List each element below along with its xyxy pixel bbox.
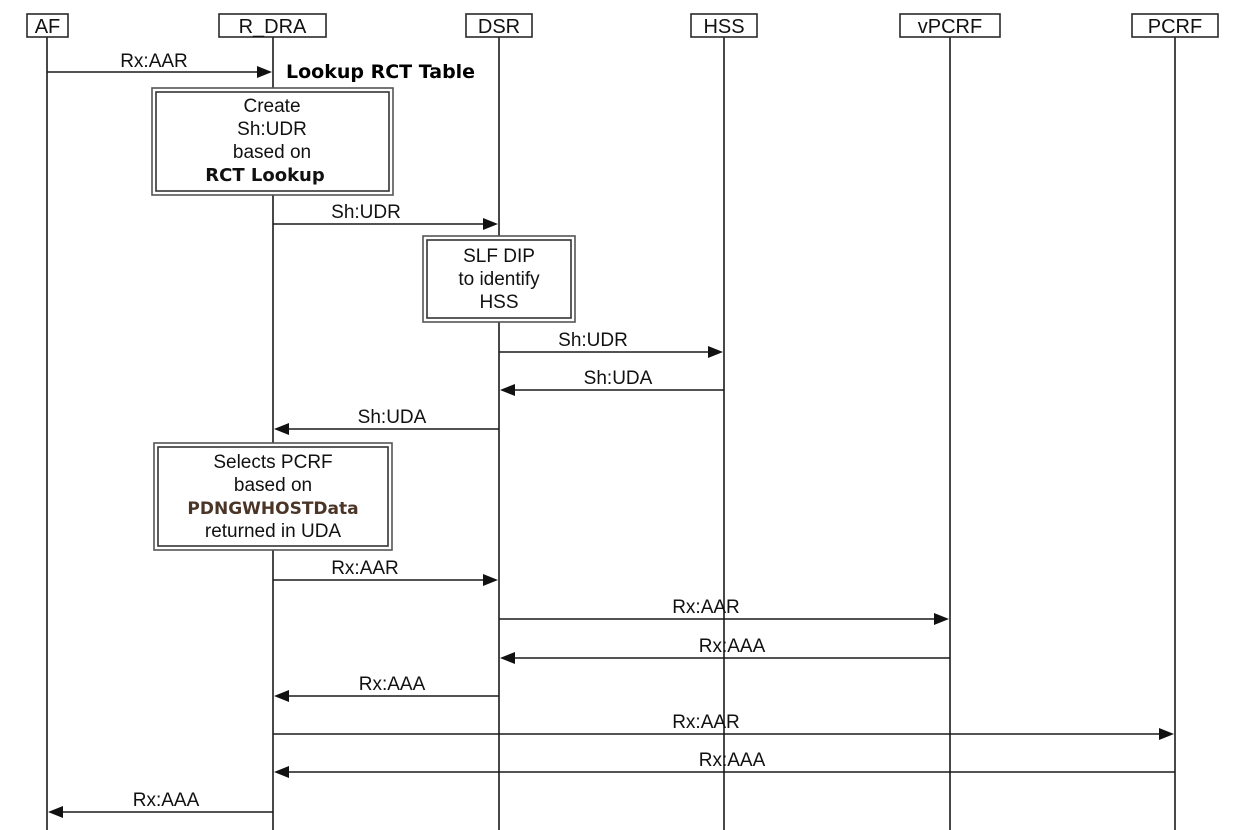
note-line: RCT Lookup — [205, 165, 325, 186]
note-slf-dip: SLF DIP to identify HSS — [422, 235, 576, 323]
note-line: Selects PCRF — [213, 452, 332, 473]
participant-af: AF — [26, 13, 69, 38]
arrowhead — [257, 66, 272, 78]
message-label: Rx:AAA — [699, 636, 766, 657]
message-rx-aar-rdra-to-pcrf: Rx:AAR — [273, 712, 1174, 740]
message-sh-udr-rdra-to-dsr: Sh:UDR — [273, 202, 498, 230]
arrowhead — [274, 690, 289, 702]
note-selects-pcrf: Selects PCRF based on PDNGWHOSTData retu… — [153, 442, 393, 551]
arrowhead — [274, 766, 289, 778]
participant-hss: HSS — [690, 13, 758, 38]
note-line: to identify — [458, 269, 540, 290]
participant-dsr-label: DSR — [478, 16, 520, 38]
message-label: Rx:AAA — [359, 674, 426, 695]
message-label: Rx:AAR — [120, 51, 188, 72]
arrowhead — [708, 346, 723, 358]
participant-r-dra: R_DRA — [218, 13, 327, 38]
participant-dsr: DSR — [465, 13, 533, 38]
arrowhead — [274, 423, 289, 435]
arrowhead — [500, 384, 515, 396]
lookup-rct-annotation: Lookup RCT Table — [286, 61, 475, 83]
participant-r-dra-label: R_DRA — [239, 16, 307, 38]
arrowhead — [483, 574, 498, 586]
message-label: Sh:UDR — [558, 330, 628, 351]
arrowhead — [483, 218, 498, 230]
message-label: Sh:UDR — [331, 202, 401, 223]
message-sh-uda-dsr-to-rdra: Sh:UDA — [274, 407, 499, 435]
message-sh-uda-hss-to-dsr: Sh:UDA — [500, 368, 724, 396]
note-line: based on — [233, 142, 311, 163]
message-sh-udr-dsr-to-hss: Sh:UDR — [499, 330, 723, 358]
note-line: PDNGWHOSTData — [187, 499, 358, 519]
participant-af-label: AF — [35, 16, 61, 38]
participant-hss-label: HSS — [703, 16, 744, 38]
message-label: Rx:AAA — [133, 790, 200, 811]
message-label: Sh:UDA — [584, 368, 653, 389]
message-rx-aaa-rdra-to-af: Rx:AAA — [48, 790, 273, 818]
message-rx-aaa-vpcrf-to-dsr: Rx:AAA — [500, 636, 950, 664]
note-line: Sh:UDR — [237, 119, 307, 140]
note-line: HSS — [479, 292, 518, 313]
message-rx-aaa-pcrf-to-rdra: Rx:AAA — [274, 750, 1175, 778]
note-line: SLF DIP — [463, 246, 535, 267]
message-label: Rx:AAR — [672, 712, 740, 733]
message-label: Sh:UDA — [358, 407, 427, 428]
participant-headers: AF R_DRA DSR HSS vPCRF PCRF — [26, 13, 1219, 38]
message-label: Rx:AAA — [699, 750, 766, 771]
arrowhead — [48, 806, 63, 818]
message-rx-aar-af-to-rdra: Rx:AAR — [47, 51, 272, 78]
participant-vpcrf-label: vPCRF — [918, 16, 982, 38]
message-rx-aaa-dsr-to-rdra: Rx:AAA — [274, 674, 499, 702]
note-line: based on — [234, 475, 312, 496]
note-create-sh-udr: Create Sh:UDR based on RCT Lookup — [151, 87, 394, 196]
participant-vpcrf: vPCRF — [899, 13, 1001, 38]
participant-pcrf: PCRF — [1131, 13, 1219, 38]
participant-pcrf-label: PCRF — [1148, 16, 1202, 38]
message-rx-aar-dsr-to-vpcrf: Rx:AAR — [499, 597, 949, 625]
note-line: Create — [243, 96, 300, 117]
messages: Rx:AAR Sh:UDR Sh:UDR Sh:UDA Sh:UDA — [47, 51, 1175, 818]
message-label: Rx:AAR — [331, 558, 399, 579]
arrowhead — [934, 613, 949, 625]
message-rx-aar-rdra-to-dsr: Rx:AAR — [273, 558, 498, 586]
arrowhead — [1159, 728, 1174, 740]
message-label: Rx:AAR — [672, 597, 740, 618]
arrowhead — [500, 652, 515, 664]
note-line: returned in UDA — [205, 521, 342, 542]
